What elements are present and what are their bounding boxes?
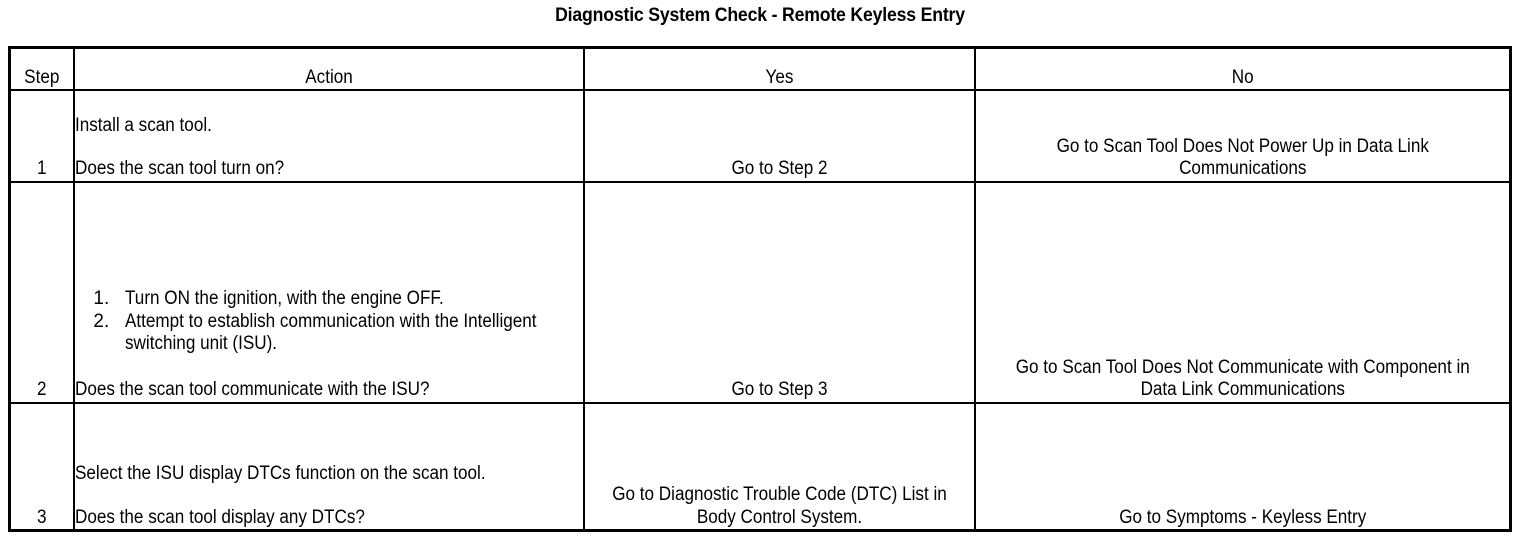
action-question: Does the scan tool communicate with the … [75,379,583,401]
yes-result-cell: Go to Diagnostic Trouble Code (DTC) List… [582,401,976,532]
action-question-text: Does the scan tool display any DTCs? [74,506,365,528]
column-header-yes: Yes [582,46,976,91]
yes-result-text: Go to Step 3 [730,379,828,401]
yes-result-text: Go to Diagnostic Trouble Code (DTC) List… [611,484,947,528]
column-header-action-label: Action [304,66,353,88]
action-question-text: Does the scan tool communicate with the … [74,379,430,401]
yes-result-text: Go to Step 2 [730,158,828,180]
column-header-no-label: No [1231,66,1254,88]
action-cell: Select the ISU display DTCs function on … [72,401,585,532]
yes-result-cell: Go to Step 3 [582,180,976,404]
column-header-action: Action [72,46,585,91]
action-paragraph: Install a scan tool. [75,115,583,137]
action-list-item: Turn ON the ignition, with the engine OF… [115,288,583,310]
step-number: 2 [36,379,47,401]
step-number-cell: 2 [8,180,75,404]
no-result-text: Go to Scan Tool Does Not Communicate wit… [1015,357,1470,401]
table-row: 3 Select the ISU display DTCs function o… [8,401,1512,532]
action-cell: Install a scan tool. Does the scan tool … [72,89,585,183]
action-question: Does the scan tool display any DTCs? [75,507,583,529]
table-header: Step Action Yes No [8,46,1512,91]
table-body: 1 Install a scan tool. Does the scan too… [8,89,1512,532]
step-number: 1 [36,158,47,180]
action-paragraph: Select the ISU display DTCs function on … [75,463,583,485]
action-list-item-text: Turn ON the ignition, with the engine OF… [124,288,444,310]
table-row: 2 Turn ON the ignition, with the engine … [8,180,1512,404]
table-header-row: Step Action Yes No [8,46,1512,91]
no-result-cell: Go to Scan Tool Does Not Power Up in Dat… [973,89,1512,183]
step-number-cell: 1 [8,89,75,183]
table-row: 1 Install a scan tool. Does the scan too… [8,89,1512,183]
action-text: Install a scan tool. [74,114,212,136]
column-header-step: Step [8,46,75,91]
action-ordered-list: Turn ON the ignition, with the engine OF… [75,288,583,355]
no-result-cell: Go to Symptoms - Keyless Entry [973,401,1512,532]
step-number-cell: 3 [8,401,75,532]
action-cell: Turn ON the ignition, with the engine OF… [72,180,585,404]
column-header-yes-label: Yes [765,66,793,88]
step-number: 3 [36,506,47,528]
yes-result-cell: Go to Step 2 [582,89,976,183]
no-result-text: Go to Scan Tool Does Not Power Up in Dat… [1056,135,1429,180]
action-question: Does the scan tool turn on? [75,158,583,180]
action-list-item-text: Attempt to establish communication with … [124,310,537,355]
page-title: Diagnostic System Check - Remote Keyless… [555,5,965,26]
action-question-text: Does the scan tool turn on? [74,158,284,180]
column-header-step-label: Step [24,66,60,88]
action-text: Select the ISU display DTCs function on … [74,463,486,485]
no-result-cell: Go to Scan Tool Does Not Communicate wit… [973,180,1512,404]
diagnostic-table-container: Step Action Yes No 1 I [8,46,1512,532]
action-list-item: Attempt to establish communication with … [115,311,583,356]
diagnostic-system-check-table: Step Action Yes No 1 I [8,46,1512,532]
no-result-text: Go to Symptoms - Keyless Entry [1118,506,1366,528]
column-header-no: No [973,46,1512,91]
